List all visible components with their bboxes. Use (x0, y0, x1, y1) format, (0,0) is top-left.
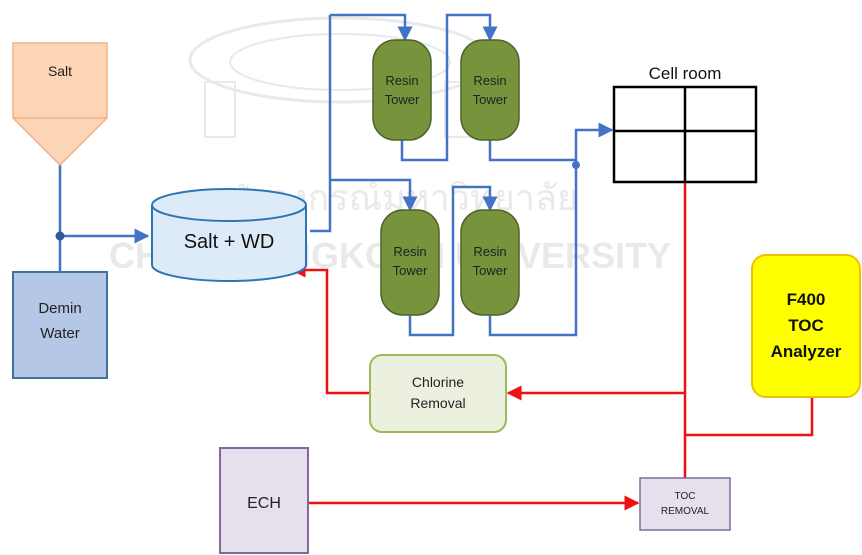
resin-tower-2-line1: Resin (473, 73, 506, 88)
salt-wd-tank: Salt + WD (151, 188, 307, 282)
chlorine-removal-unit: Chlorine Removal (369, 354, 507, 433)
toc-removal-line1: TOC (675, 491, 696, 502)
salt-label: Salt (48, 63, 72, 79)
resin-tower-3: Resin Tower (380, 209, 440, 316)
junction-node (55, 231, 65, 241)
resin-tower-4-line2: Tower (473, 263, 508, 278)
f400-toc-analyzer: F400 TOC Analyzer (751, 254, 861, 398)
demin-water-label-line2: Water (40, 325, 79, 342)
toc-removal-unit: TOC REMOVAL (639, 477, 731, 531)
ech-unit: ECH (219, 447, 309, 554)
resin-tower-4-line1: Resin (473, 244, 506, 259)
cell-room-label: Cell room (649, 64, 722, 83)
chlorine-removal-line2: Removal (410, 395, 465, 411)
toc-removal-line2: REMOVAL (661, 506, 710, 517)
resin-tower-1-line2: Tower (385, 92, 420, 107)
resin-tower-1: Resin Tower (372, 39, 432, 141)
resin-tower-4: Resin Tower (460, 209, 520, 316)
analyzer-line3: Analyzer (771, 342, 842, 361)
demin-water-label-line1: Demin (38, 300, 81, 317)
salt-wd-label: Salt + WD (184, 231, 275, 253)
resin-tower-2: Resin Tower (460, 39, 520, 141)
demin-water-tank: Demin Water (12, 271, 108, 379)
blue-piping (58, 13, 614, 337)
salt-hopper: Salt (12, 42, 108, 167)
chlorine-removal-line1: Chlorine (412, 374, 464, 390)
analyzer-line1: F400 (787, 290, 826, 309)
resin-tower-2-line2: Tower (473, 92, 508, 107)
cell-room: Cell room (612, 64, 758, 184)
resin-tower-3-line2: Tower (393, 263, 428, 278)
resin-tower-3-line1: Resin (393, 244, 426, 259)
ech-label: ECH (247, 495, 281, 512)
red-piping (290, 182, 814, 511)
resin-tower-1-line1: Resin (385, 73, 418, 88)
analyzer-line2: TOC (788, 316, 824, 335)
